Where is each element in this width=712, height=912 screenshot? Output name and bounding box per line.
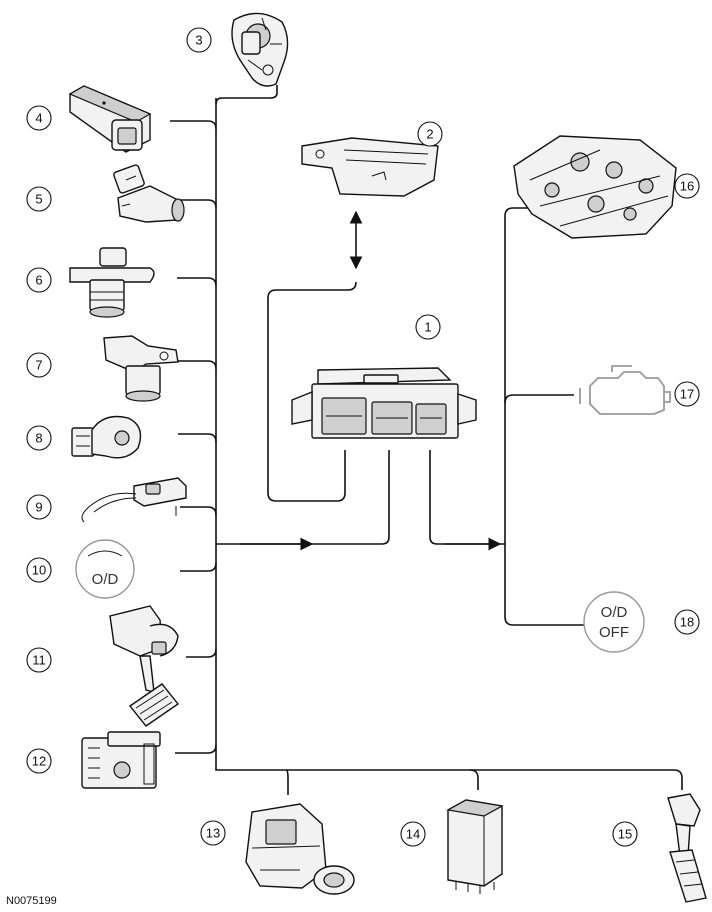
callout-8: 8	[26, 425, 52, 451]
wire-ignition	[285, 769, 289, 795]
check-engine-icon	[579, 365, 671, 415]
callout-label: 12	[32, 754, 46, 769]
callout-label: 2	[426, 127, 433, 142]
callout-16: 16	[674, 173, 700, 199]
callout-label: 17	[680, 387, 694, 402]
output-trunk	[504, 207, 584, 626]
callout-label: 9	[35, 500, 42, 515]
od-off-lamp-illustration: O/D OFF	[583, 591, 645, 653]
callout-2: 2	[417, 121, 443, 147]
callout-4: 4	[26, 105, 52, 131]
od-off-line2: OFF	[599, 624, 629, 641]
callout-label: 1	[424, 320, 431, 335]
wire-brake-switch	[186, 648, 217, 658]
sensor-3-illustration	[231, 12, 289, 87]
wire-sensor-9	[180, 506, 217, 516]
accelerator-pedal-illustration	[667, 793, 707, 903]
ignition-switch-illustration	[245, 803, 355, 895]
callout-label: 5	[35, 192, 42, 207]
sensor-9-illustration	[81, 477, 187, 523]
wire-accel-pedal	[475, 769, 683, 790]
trunk-wire	[215, 98, 475, 771]
wire-solenoid	[175, 744, 217, 754]
wiring-lines	[170, 85, 683, 795]
callout-label: 6	[35, 273, 42, 288]
callout-3: 3	[186, 27, 212, 53]
od-button-text: O/D	[92, 571, 119, 588]
callout-15: 15	[612, 821, 638, 847]
callout-1: 1	[415, 314, 441, 340]
callout-13: 13	[200, 820, 226, 846]
wire-sensor-5	[180, 199, 217, 209]
callout-5: 5	[26, 186, 52, 212]
wire-engine-lamp	[504, 394, 574, 404]
callout-11: 11	[26, 647, 52, 673]
module-illustration	[291, 367, 477, 439]
sensor-5-illustration	[113, 164, 185, 223]
callout-label: 4	[35, 111, 42, 126]
wire-inputs-to-module	[216, 450, 390, 545]
callouts: 1 2 3 4 5 6 7 8 9 10 11 12 13 14 15 16 1…	[26, 27, 700, 847]
relay-illustration	[446, 799, 504, 894]
connector-bracket-illustration	[301, 137, 439, 197]
callout-6: 6	[26, 267, 52, 293]
wire-od-switch	[180, 562, 217, 572]
wire-sensor-6	[177, 277, 217, 287]
callout-label: 11	[32, 653, 46, 668]
callout-label: 14	[406, 827, 420, 842]
callout-7: 7	[26, 352, 52, 378]
callout-17: 17	[674, 381, 700, 407]
callout-label: 16	[680, 179, 694, 194]
od-switch-illustration: O/D	[75, 539, 135, 599]
od-off-line1: O/D	[601, 604, 628, 621]
wire-sensor-3	[215, 85, 278, 105]
wire-sensor-7	[178, 360, 217, 370]
callout-10: 10	[26, 557, 52, 583]
sensor-8-illustration	[71, 415, 142, 459]
callout-label: 3	[195, 33, 202, 48]
sensor-6-illustration	[69, 247, 155, 318]
callout-label: 7	[35, 358, 42, 373]
wire-relay	[469, 769, 479, 790]
wire-sensor-8	[178, 433, 217, 443]
callout-label: 15	[618, 827, 632, 842]
callout-label: 10	[32, 563, 46, 578]
callout-label: 13	[206, 826, 220, 841]
reference-code: N0075199	[6, 895, 57, 907]
callout-12: 12	[26, 748, 52, 774]
valve-body-illustration	[513, 135, 677, 239]
sensor-4-illustration	[68, 85, 152, 153]
wire-sensor-4	[170, 120, 217, 130]
brake-pedal-illustration	[109, 605, 180, 727]
callout-label: 18	[680, 615, 694, 630]
callout-9: 9	[26, 494, 52, 520]
solenoid-illustration	[81, 731, 161, 789]
wire-module-to-dlc	[267, 281, 357, 502]
callout-18: 18	[674, 609, 700, 635]
wire-module-outputs	[429, 450, 505, 545]
callout-label: 8	[35, 431, 42, 446]
callout-14: 14	[400, 821, 426, 847]
sensor-7-illustration	[103, 335, 179, 402]
